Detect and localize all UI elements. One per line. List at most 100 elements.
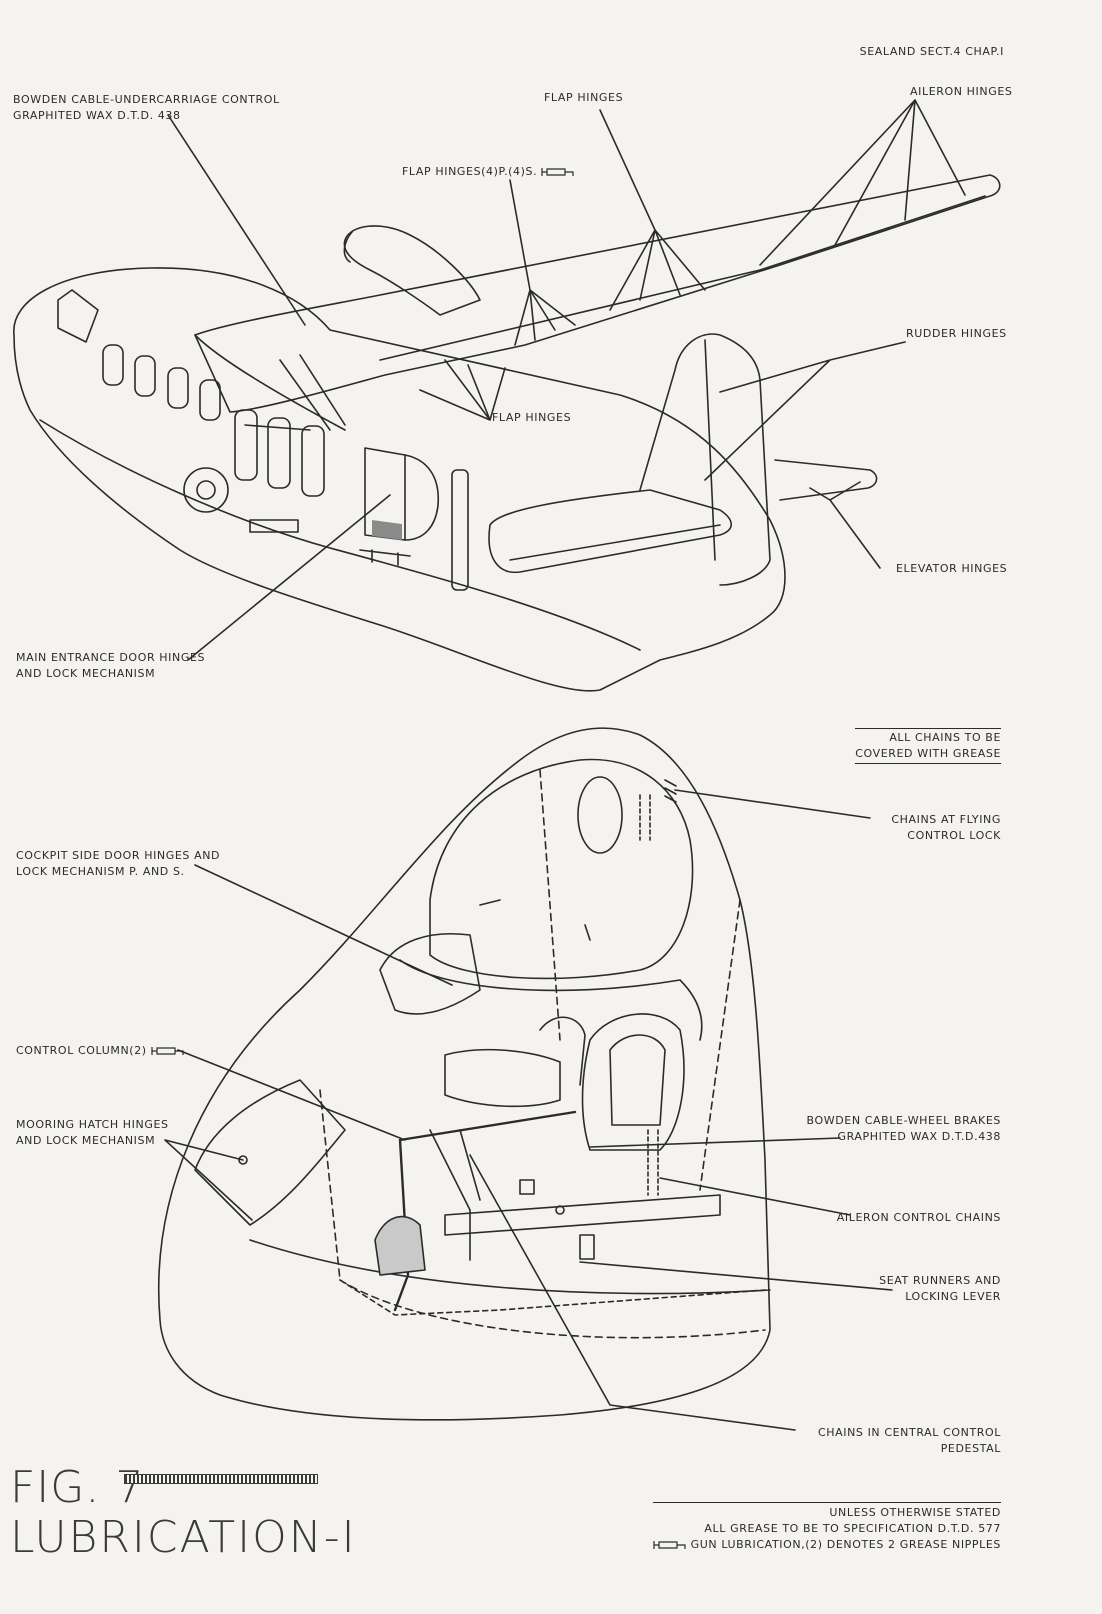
- internal-frame: [319, 769, 766, 1339]
- fuselage-outline: [13, 267, 786, 692]
- cabin-window: [167, 367, 189, 409]
- label-line: GRAPHITED WAX D.T.D. 438: [13, 109, 181, 122]
- hull-chine: [249, 1239, 771, 1295]
- leader-main-entrance: [187, 494, 391, 661]
- leader-flap-hinges-top: [599, 109, 706, 311]
- label-mooring-hatch: MOORING HATCH HINGES AND LOCK MECHANISM: [16, 1117, 169, 1149]
- notes-block: UNLESS OTHERWISE STATED ALL GREASE TO BE…: [652, 1502, 1001, 1553]
- grease-gun-icon: [541, 168, 574, 176]
- leader-flap-hinges-ps: [509, 179, 576, 346]
- label-aileron-hinges: AILERON HINGES: [910, 85, 1013, 98]
- aileron-chain-runs: [647, 1129, 659, 1196]
- leader-aileron-hinges: [759, 99, 966, 266]
- figure-number: FIG. 7: [10, 1462, 145, 1513]
- main-door-frame: [404, 454, 440, 541]
- aileron-line: [759, 195, 986, 271]
- canopy-porthole: [577, 776, 623, 854]
- rudder-line: [704, 339, 716, 561]
- pilot-seat: [444, 1048, 561, 1108]
- label-chains-flying-control: CHAINS AT FLYING CONTROL LOCK: [891, 812, 1001, 844]
- canopy-sill: [399, 959, 703, 1041]
- leader-mooring-hatch: [164, 1139, 253, 1221]
- leader-cockpit-side-door: [194, 864, 453, 986]
- sheet-reference: SEALAND SECT.4 CHAP.I: [859, 45, 1004, 58]
- label-line: COCKPIT SIDE DOOR HINGES AND: [16, 849, 221, 862]
- label-rudder-hinges: RUDDER HINGES: [906, 327, 1007, 340]
- cabin-window: [199, 379, 221, 421]
- tailplane-left: [488, 489, 733, 574]
- engine-nacelle: [343, 225, 481, 316]
- label-line: AND LOCK MECHANISM: [16, 1134, 156, 1147]
- leader-bowden-wheel-brakes: [589, 1137, 841, 1148]
- label-cockpit-side-door: COCKPIT SIDE DOOR HINGES AND LOCK MECHAN…: [16, 848, 220, 880]
- wing-strut: [244, 354, 346, 431]
- seat-runner-block: [519, 1179, 535, 1195]
- entrance-steps: [359, 549, 411, 566]
- tail-fin: [639, 333, 771, 586]
- label-line: PEDESTAL: [940, 1442, 1001, 1455]
- undercarriage-wheel: [183, 467, 229, 513]
- cabin-window: [301, 425, 325, 497]
- label-main-entrance: MAIN ENTRANCE DOOR HINGES AND LOCK MECHA…: [16, 650, 205, 682]
- label-line: CHAINS AT FLYING: [891, 813, 1001, 826]
- locking-lever-block: [579, 1234, 595, 1260]
- wing-outline: [194, 174, 1001, 413]
- label-bowden-undercarriage: BOWDEN CABLE-UNDERCARRIAGE CONTROL GRAPH…: [13, 92, 280, 124]
- label-aileron-control-chains: AILERON CONTROL CHAINS: [836, 1211, 1001, 1224]
- label-flap-hinges-top: FLAP HINGES: [544, 91, 624, 104]
- cabin-window: [234, 409, 258, 481]
- label-control-column: CONTROL COLUMN(2): [16, 1043, 185, 1059]
- locking-lever-knob: [555, 1205, 565, 1215]
- label-line: CONTROL LOCK: [907, 829, 1001, 842]
- seat-runner: [444, 1194, 721, 1236]
- label-line: BOWDEN CABLE-UNDERCARRIAGE CONTROL: [13, 93, 280, 106]
- label-line: COVERED WITH GREASE: [855, 747, 1001, 760]
- note-all-chains: ALL CHAINS TO BE COVERED WITH GREASE: [855, 728, 1001, 764]
- note-line: ALL GREASE TO BE TO SPECIFICATION D.T.D.…: [704, 1522, 1001, 1535]
- label-line: ALL CHAINS TO BE: [889, 731, 1001, 744]
- label-line: CONTROL COLUMN(2): [16, 1044, 147, 1057]
- cockpit-window: [57, 289, 99, 343]
- aircraft-exterior-view: [13, 99, 1001, 692]
- mooring-hatch-lock: [238, 1155, 248, 1165]
- floor-frame: [339, 1279, 766, 1316]
- label-line: GRAPHITED WAX D.T.D.438: [837, 1130, 1001, 1143]
- label-line: BOWDEN CABLE-WHEEL BRAKES: [806, 1114, 1001, 1127]
- propeller-spinner: [343, 231, 353, 263]
- label-line: MOORING HATCH HINGES: [16, 1118, 169, 1131]
- label-line: MAIN ENTRANCE DOOR HINGES: [16, 651, 206, 664]
- fuselage-panel: [451, 469, 469, 591]
- leader-seat-runners: [579, 1261, 893, 1291]
- control-column: [393, 1110, 577, 1312]
- label-flap-hinges-ps: FLAP HINGES(4)P.(4)S.: [402, 164, 575, 180]
- label-line: CHAINS IN CENTRAL CONTROL: [817, 1426, 1001, 1439]
- cabin-window: [267, 417, 291, 489]
- copilot-seat-pan: [609, 1034, 666, 1126]
- leader-aileron-chains: [659, 1177, 851, 1216]
- cabin-window: [134, 355, 156, 397]
- cabin-window: [102, 344, 124, 386]
- flying-control-lock-chain: [664, 779, 677, 803]
- cockpit-canopy: [429, 758, 694, 980]
- label-line: SEAT RUNNERS AND: [879, 1274, 1001, 1287]
- leader-control-column: [177, 1049, 406, 1141]
- canopy-fittings: [479, 899, 591, 941]
- figure-title: LUBRICATION-I: [10, 1512, 357, 1563]
- grease-gun-icon: [652, 1541, 686, 1549]
- fuselage-chine: [39, 419, 641, 651]
- cockpit-side-door: [379, 932, 481, 1015]
- cockpit-cutaway-view: [157, 727, 893, 1431]
- leader-rudder-hinges: [704, 341, 906, 481]
- note-line-with-icon: GUN LUBRICATION,(2) DENOTES 2 GREASE NIP…: [652, 1537, 1001, 1553]
- door-step: [372, 520, 402, 540]
- rudder-pedal: [374, 1215, 426, 1276]
- leader-bowden-undercarriage: [167, 114, 306, 326]
- label-line: AND LOCK MECHANISM: [16, 667, 156, 680]
- elevator-line: [509, 524, 721, 561]
- label-flap-hinges-mid: FLAP HINGES: [492, 411, 572, 424]
- label-bowden-wheel-brakes: BOWDEN CABLE-WHEEL BRAKES GRAPHITED WAX …: [807, 1113, 1001, 1145]
- mooring-hatch: [194, 1079, 346, 1226]
- leader-chains-flying: [674, 789, 871, 819]
- wheel-hub: [196, 480, 216, 500]
